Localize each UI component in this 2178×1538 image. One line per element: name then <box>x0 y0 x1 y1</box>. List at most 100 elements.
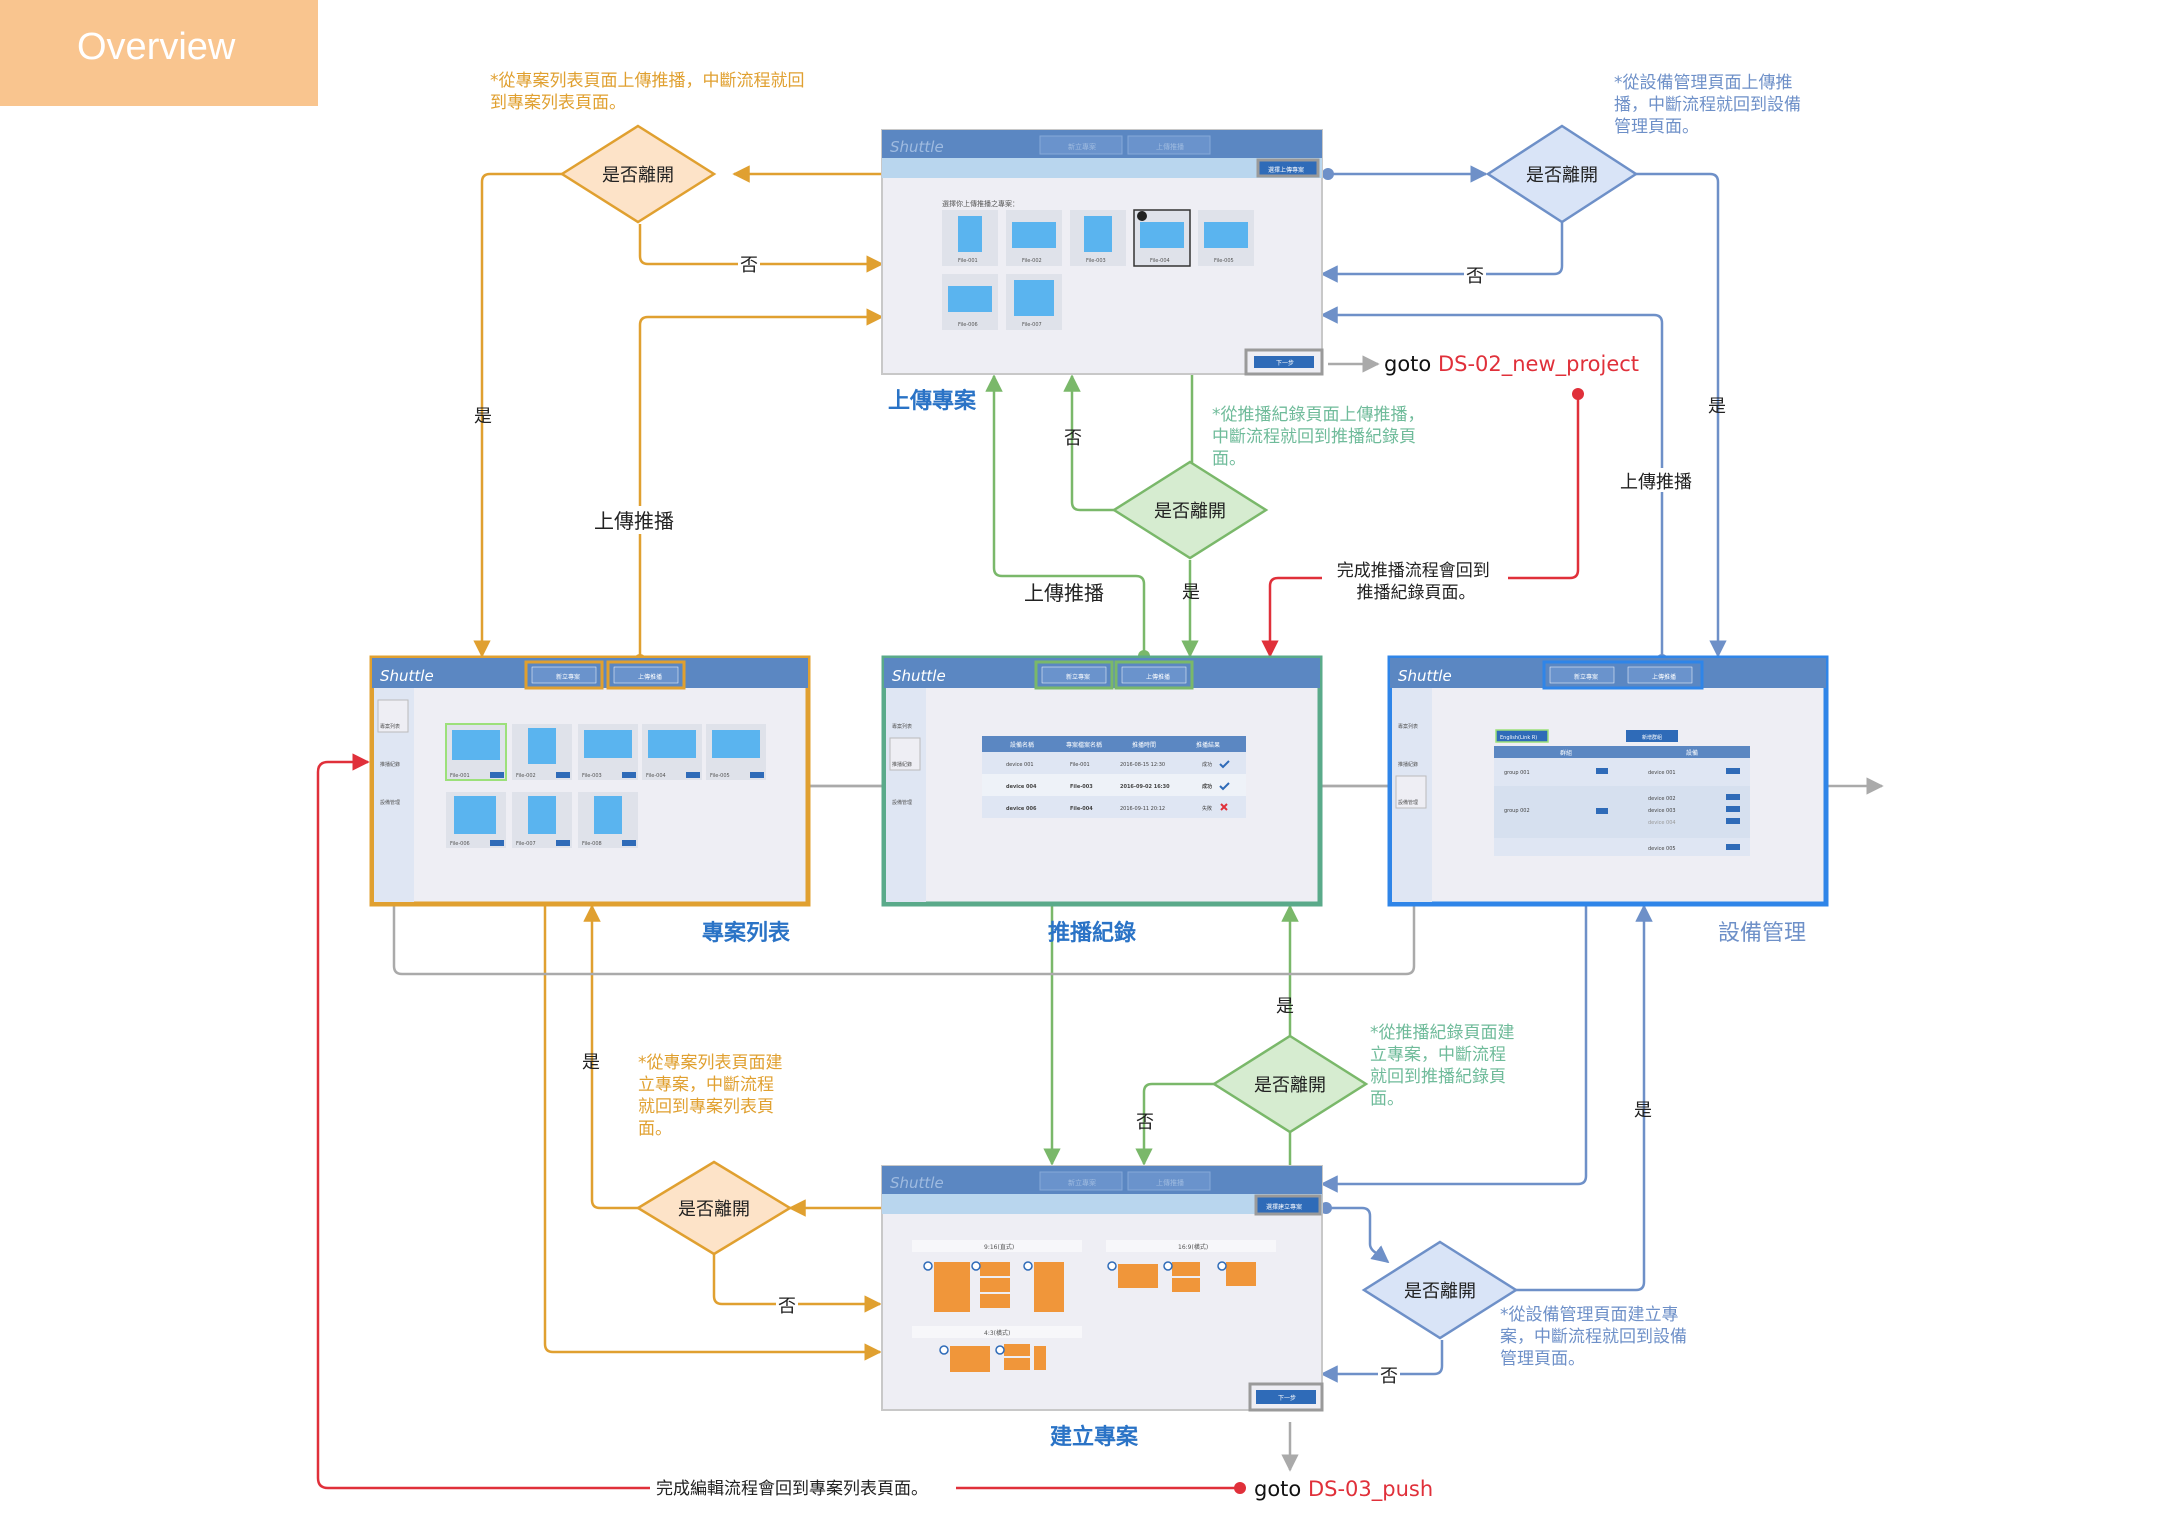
push-log-side-1: 專案列表 <box>892 723 912 730</box>
overview-title: Overview <box>77 26 236 68</box>
decision-label: 是否離開 <box>1154 501 1226 522</box>
finish-edit-note: 完成編輯流程會回到專案列表頁面。 <box>656 1479 928 1499</box>
push-log-r2-c3: 2016-09-02 16:30 <box>1120 784 1170 790</box>
upload-file-5: File-005 <box>1214 258 1234 264</box>
project-list-logo: Shuttle <box>380 667 434 685</box>
label-no: 否 <box>1466 266 1484 287</box>
upload-tab-push: 上傳推播 <box>1156 142 1184 151</box>
device-tab-push: 上傳推播 <box>1652 673 1676 681</box>
push-log-tab-new: 新立專案 <box>1066 673 1090 681</box>
overview-banner: Overview <box>0 0 318 106</box>
label-yes: 是 <box>1182 582 1200 603</box>
push-log-table <box>982 736 1246 818</box>
push-log-r2-c2: File-003 <box>1070 784 1093 790</box>
label-no: 否 <box>1380 1366 1398 1387</box>
create-radio-buttons <box>923 1261 1227 1355</box>
device-item-5: device 005 <box>1648 846 1676 852</box>
push-log-tab-push: 上傳推播 <box>1146 673 1170 681</box>
device-group-2: group 002 <box>1504 808 1530 814</box>
project-list-file-4: File-004 <box>646 773 666 779</box>
project-list-file-6: File-006 <box>450 841 470 847</box>
decision-create-green: 是否離開 <box>1211 1034 1369 1134</box>
upload-file-7: File-007 <box>1022 322 1042 328</box>
device-search: English(Link R) <box>1500 735 1537 741</box>
create-layout-options <box>934 1262 1256 1372</box>
screen-device-management: Shuttle 新立專案 上傳推播 專案列表 推播紀錄 設備管理 English… <box>1387 655 1829 907</box>
push-log-col-2: 專案檔案名稱 <box>1066 741 1102 749</box>
blue-device-upload-push <box>1320 306 1664 660</box>
create-logo: Shuttle <box>890 1174 944 1192</box>
device-screen-title: 設備管理 <box>1718 921 1806 946</box>
create-layout-landscape: 16:9(橫式) <box>1178 1243 1208 1251</box>
blue-device-to-create <box>1320 690 1588 1193</box>
push-log-side-2: 推播紀錄 <box>892 761 912 768</box>
create-layout-portrait: 9:16(直式) <box>984 1243 1014 1251</box>
upload-prompt: 選擇你上傳推播之專案： <box>942 199 1019 208</box>
device-item-4: device 004 <box>1648 820 1676 826</box>
decision-upload-blue: 是否離開 <box>1485 124 1639 224</box>
screen-create-project: Shuttle 新立專案 上傳推播 選擇建立專案 9:16(直式) 16:9(橫… <box>881 1165 1324 1412</box>
upload-file-grid <box>942 209 1254 330</box>
note-device-upload: *從設備管理頁面上傳推 播，中斷流程就回到設備 管理頁面。 <box>1614 73 1806 137</box>
note-project-upload: *從專案列表頁面上傳推播，中斷流程就回 到專案列表頁面。 <box>490 71 810 113</box>
blue-create-yes-to-device <box>1516 904 1653 1292</box>
project-list-screen-title: 專案列表 <box>702 920 791 946</box>
push-log-col-4: 推播結果 <box>1196 741 1220 749</box>
push-log-r1-c3: 2016-08-15 12:30 <box>1120 762 1165 768</box>
project-list-file-3: File-003 <box>582 773 602 779</box>
label-yes: 是 <box>1708 396 1726 417</box>
upload-tab-new: 新立專案 <box>1068 142 1096 151</box>
create-action-button: 選擇建立專案 <box>1266 1203 1302 1211</box>
gray-bottom-loop <box>385 824 1416 976</box>
push-log-side-3: 設備管理 <box>892 799 912 806</box>
push-log-logo: Shuttle <box>892 667 946 685</box>
device-item-3: device 003 <box>1648 808 1676 814</box>
note-device-create: *從設備管理頁面建立專 案，中斷流程就回到設備 管理頁面。 <box>1500 1305 1692 1369</box>
label-yes: 是 <box>1634 1100 1652 1121</box>
note-log-create: *從推播紀錄頁面建 立專案，中斷流程 就回到推播紀錄頁 面。 <box>1370 1023 1520 1109</box>
decision-upload-green: 是否離開 <box>1111 460 1269 560</box>
upload-file-1: File-001 <box>958 258 978 264</box>
finish-push-note: 完成推播流程會回到 推播紀錄頁面。 <box>1337 561 1495 603</box>
push-log-r3-c1: device 006 <box>1006 806 1037 812</box>
label-upload-push: 上傳推播 <box>1024 581 1104 605</box>
project-list-tab-push: 上傳推播 <box>638 673 662 681</box>
label-yes: 是 <box>1276 996 1294 1017</box>
label-yes: 是 <box>582 1052 600 1073</box>
project-list-side-1: 專案列表 <box>380 723 400 730</box>
device-side-1: 專案列表 <box>1398 723 1418 730</box>
device-item-2: device 002 <box>1648 796 1676 802</box>
decision-create-blue: 是否離開 <box>1361 1240 1519 1340</box>
device-logo: Shuttle <box>1398 667 1452 685</box>
label-no: 否 <box>740 255 758 276</box>
label-no: 否 <box>1136 1112 1154 1133</box>
device-add-button: 新增群組 <box>1642 734 1662 741</box>
label-upload-push: 上傳推播 <box>594 509 674 533</box>
orange-list-upload-push <box>638 308 884 660</box>
orange-list-to-create <box>543 690 882 1361</box>
upload-file-3: File-003 <box>1086 258 1106 264</box>
push-log-r1-c2: File-001 <box>1070 762 1090 768</box>
note-log-upload: *從推播紀錄頁面上傳推播， 中斷流程就回到推播紀錄頁 面。 <box>1212 405 1430 469</box>
edge-labels: 否 否 是 是 否 是 上傳推播 上傳推播 上傳推播 是 否 是 是 否 否 <box>474 252 1726 1387</box>
green-create-no <box>1135 1082 1214 1166</box>
check-icon <box>1219 782 1230 791</box>
upload-screen-title: 上傳專案 <box>888 388 977 414</box>
device-col-group: 群組 <box>1560 749 1572 757</box>
orange-no-to-upload <box>638 224 884 273</box>
goto-push: goto DS-03_push <box>1254 1477 1433 1502</box>
decision-create-orange: 是否離開 <box>635 1160 793 1256</box>
push-log-col-1: 設備名稱 <box>1010 741 1034 749</box>
project-list-file-1: File-001 <box>450 773 470 779</box>
decision-label: 是否離開 <box>1254 1075 1326 1096</box>
create-tab-new: 新立專案 <box>1068 1178 1096 1187</box>
upload-action-button: 選擇上傳專案 <box>1268 166 1304 174</box>
label-no: 否 <box>1064 428 1082 449</box>
create-next-button: 下一步 <box>1278 1394 1296 1402</box>
label-yes: 是 <box>474 406 492 427</box>
project-list-side-2: 推播紀錄 <box>380 761 400 768</box>
create-screen-title: 建立專案 <box>1050 1424 1139 1450</box>
device-group-1: group 001 <box>1504 770 1530 776</box>
label-no: 否 <box>778 1296 796 1317</box>
